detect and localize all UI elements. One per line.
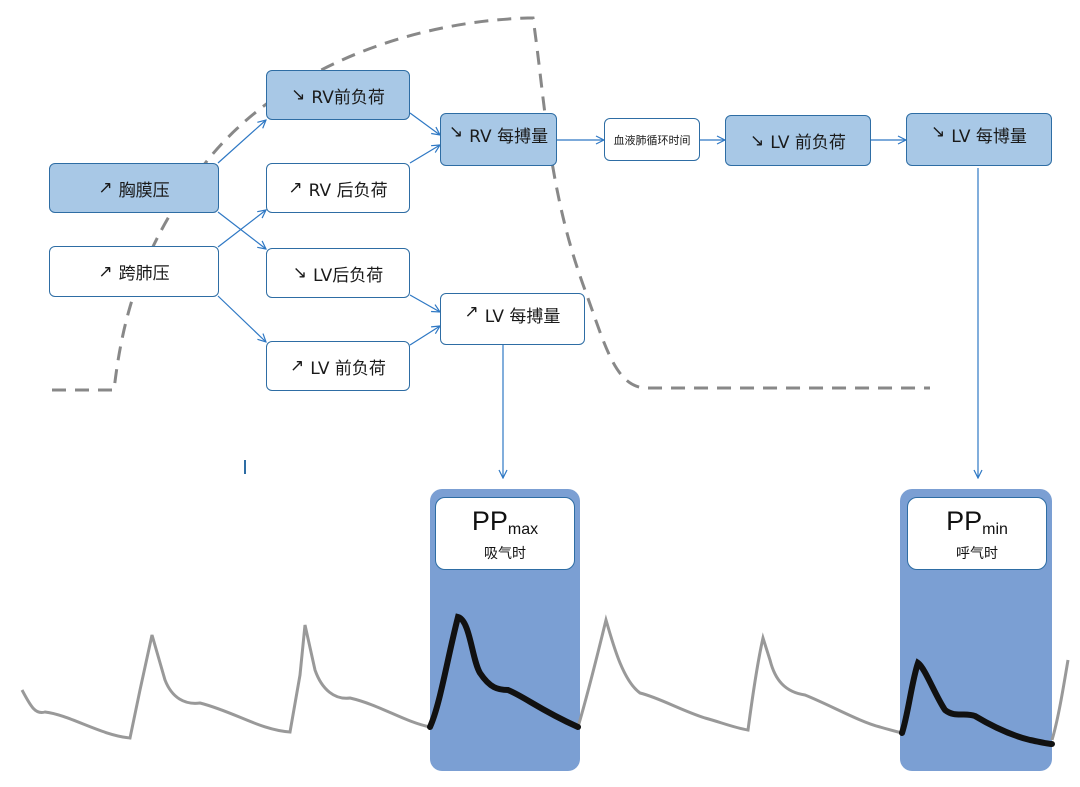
ppmax-label: 吸气时 bbox=[484, 546, 526, 562]
arrow-pleural-to-lv-afterload bbox=[217, 211, 266, 249]
arrow-rv-afterload-to-rv-sv bbox=[409, 145, 440, 164]
decrease-arrow-icon: ↘ bbox=[448, 122, 464, 142]
box-transpulmonary-pressure: ↗跨肺压 bbox=[49, 246, 219, 297]
arrow-transpulmonary-to-lv-preload bbox=[217, 295, 266, 342]
decrease-arrow-icon: ↘ bbox=[291, 85, 306, 105]
increase-arrow-icon: ↗ bbox=[98, 261, 113, 282]
waveform-black-min bbox=[899, 658, 1055, 747]
arrow-transpulmonary-to-rv-afterload bbox=[217, 210, 266, 248]
increase-arrow-icon: ↗ bbox=[98, 178, 113, 198]
increase-arrow-icon: ↗ bbox=[288, 178, 303, 198]
arrow-pleural-to-rv-preload bbox=[217, 120, 266, 164]
arrow-lv-preload-to-lv-sv bbox=[409, 326, 440, 346]
waveform-gray-tail bbox=[1050, 659, 1070, 741]
box-lv-stroke-volume-lower: ↘LV 每博量 bbox=[906, 113, 1052, 166]
decrease-arrow-icon: ↘ bbox=[931, 122, 946, 142]
ppmin-label: 呼气时 bbox=[956, 546, 998, 562]
box-rv-stroke-volume: ↘RV 每搏量 bbox=[440, 113, 557, 166]
ppmin-card: PPmin 呼气时 bbox=[907, 497, 1047, 570]
ppmax-title: PPmax bbox=[471, 506, 539, 538]
decrease-arrow-icon: ↘ bbox=[750, 130, 765, 151]
decrease-arrow-icon: ↘ bbox=[292, 263, 307, 283]
box-lv-afterload: ↘LV后负荷 bbox=[266, 248, 410, 298]
arrow-rv-preload-to-rv-sv bbox=[409, 112, 440, 135]
box-lv-stroke-volume-upper: ↗LV 每搏量 bbox=[440, 293, 585, 345]
box-rv-afterload: ↗RV 后负荷 bbox=[266, 163, 410, 213]
increase-arrow-icon: ↗ bbox=[464, 302, 479, 322]
waveform-gray-segment-middle bbox=[576, 614, 903, 735]
increase-arrow-icon: ↗ bbox=[290, 356, 305, 376]
arrow-lv-afterload-to-lv-sv bbox=[409, 294, 440, 312]
box-lv-preload-right: ↘LV 前负荷 bbox=[725, 115, 871, 166]
box-lv-preload-left: ↗LV 前负荷 bbox=[266, 341, 410, 391]
box-rv-preload: ↘RV前负荷 bbox=[266, 70, 410, 120]
waveform-gray-segment bbox=[20, 624, 431, 740]
box-pulmonary-transit-time: 血液肺循环时间 bbox=[604, 118, 700, 161]
ppmax-card: PPmax 吸气时 bbox=[435, 497, 575, 570]
ppmin-title: PPmin bbox=[946, 506, 1008, 538]
waveform-black-max bbox=[427, 613, 581, 730]
box-pleural-pressure: ↗胸膜压 bbox=[49, 163, 219, 213]
